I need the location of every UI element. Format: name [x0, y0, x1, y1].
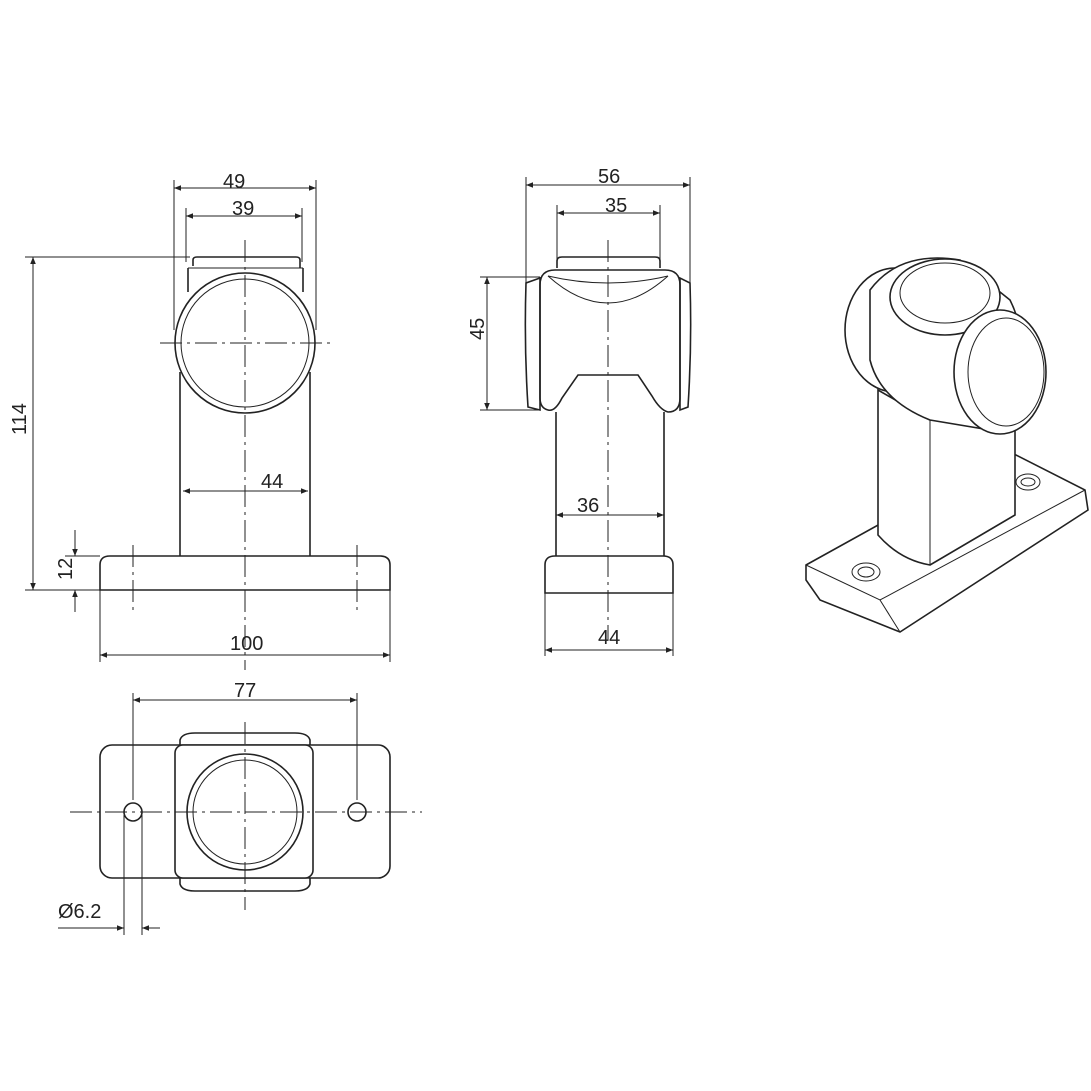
dim-hole-spacing: 77: [234, 680, 256, 702]
column: [179, 372, 311, 556]
dim-column-width: 36: [577, 495, 599, 517]
dim-cap-width: 35: [605, 195, 627, 217]
base-plate: [99, 555, 391, 591]
head-circle-inner: [180, 278, 310, 408]
dim-cap-width: 39: [232, 198, 254, 220]
dim-overall-width: 49: [223, 171, 245, 193]
dim-head-height: 45: [467, 318, 489, 340]
end-cap-right: [679, 276, 692, 412]
dim-hole-diameter: Ø6.2: [58, 901, 101, 923]
isometric-view: [805, 257, 1089, 633]
head-body: [539, 269, 681, 413]
dim-overall-height: 114: [9, 403, 31, 435]
side-view: 56 35 45 36 44: [467, 166, 692, 656]
head-circle-outer: [174, 272, 316, 414]
top-view: 77 Ø6.2: [58, 680, 422, 935]
top-cap: [192, 256, 301, 268]
front-view: 49 39 114 44 12 100: [9, 171, 391, 670]
end-cap-left: [524, 276, 541, 412]
column: [555, 412, 665, 556]
iso-column: [877, 388, 1016, 566]
iso-top-cap: [889, 258, 1001, 336]
dim-overall-width: 56: [598, 166, 620, 188]
dim-base-width: 44: [598, 627, 620, 649]
dim-base-length: 100: [230, 633, 263, 655]
iso-head-right-cap: [953, 309, 1047, 435]
dim-base-height: 12: [55, 558, 77, 580]
base-plate: [544, 555, 674, 594]
dim-column-width: 44: [261, 471, 283, 493]
